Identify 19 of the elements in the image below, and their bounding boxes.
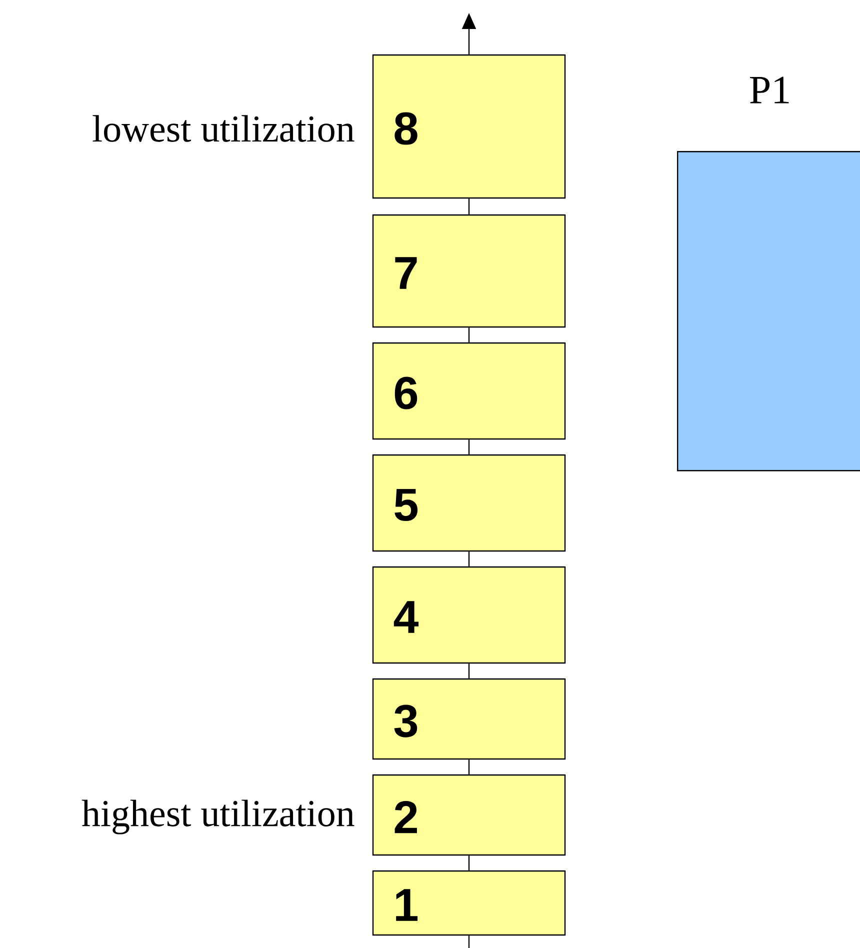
box-number: 1 [396,889,418,921]
box-number: 4 [394,601,419,633]
box-number: 2 [394,800,417,834]
box-number: 3 [394,704,418,738]
connector-line [468,198,470,214]
box-number: 6 [394,376,418,410]
side-label: lowest utilization [92,115,354,142]
connector-line [468,328,470,342]
side-label: highest utilization [82,800,354,834]
connector-line [468,856,470,870]
connector-line [468,936,470,948]
box-number: 8 [394,112,418,145]
connector-line [468,552,470,566]
box-number: 7 [395,257,417,289]
connector-line [468,440,470,454]
box-heading: P1 [750,76,789,104]
box-number: 5 [394,488,418,522]
connector-line [468,664,470,678]
connector-line [468,760,470,774]
